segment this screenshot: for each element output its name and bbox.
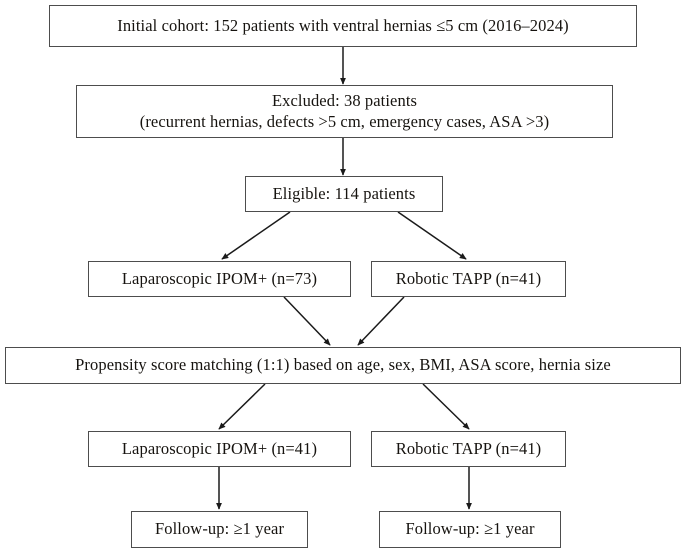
node-laparoscopic-ipom-matched: Laparoscopic IPOM+ (n=41) <box>88 431 351 467</box>
node-eligible: Eligible: 114 patients <box>245 176 443 212</box>
node-initial-cohort: Initial cohort: 152 patients with ventra… <box>49 5 637 47</box>
node-followup-left-label: Follow-up: ≥1 year <box>154 519 285 539</box>
edge-lap-to-matching <box>283 296 331 346</box>
edge-eligible-to-robotic <box>397 211 467 260</box>
node-robotic-tapp-matched-label: Robotic TAPP (n=41) <box>395 438 542 458</box>
edge-matching-to-lap <box>218 383 266 430</box>
node-excluded-label: Excluded: 38 patients (recurrent hernias… <box>139 91 550 131</box>
node-excluded: Excluded: 38 patients (recurrent hernias… <box>76 85 613 138</box>
edge-eligible-to-lap <box>221 211 291 260</box>
node-robotic-tapp-matched: Robotic TAPP (n=41) <box>371 431 566 467</box>
node-robotic-tapp-unmatched-label: Robotic TAPP (n=41) <box>395 268 542 288</box>
node-eligible-label: Eligible: 114 patients <box>272 183 416 203</box>
node-followup-left: Follow-up: ≥1 year <box>131 511 308 548</box>
edge-robotic-to-matching <box>357 296 405 346</box>
node-propensity-score-matching-label: Propensity score matching (1:1) based on… <box>75 355 611 375</box>
edge-matching-to-robotic <box>422 383 470 430</box>
node-propensity-score-matching: Propensity score matching (1:1) based on… <box>5 347 681 384</box>
node-followup-right-label: Follow-up: ≥1 year <box>405 519 535 539</box>
node-laparoscopic-ipom-matched-label: Laparoscopic IPOM+ (n=41) <box>121 438 318 458</box>
node-laparoscopic-ipom-unmatched: Laparoscopic IPOM+ (n=73) <box>88 261 351 297</box>
node-initial-cohort-label: Initial cohort: 152 patients with ventra… <box>117 15 569 35</box>
node-laparoscopic-ipom-unmatched-label: Laparoscopic IPOM+ (n=73) <box>121 268 318 288</box>
node-robotic-tapp-unmatched: Robotic TAPP (n=41) <box>371 261 566 297</box>
node-followup-right: Follow-up: ≥1 year <box>379 511 561 548</box>
